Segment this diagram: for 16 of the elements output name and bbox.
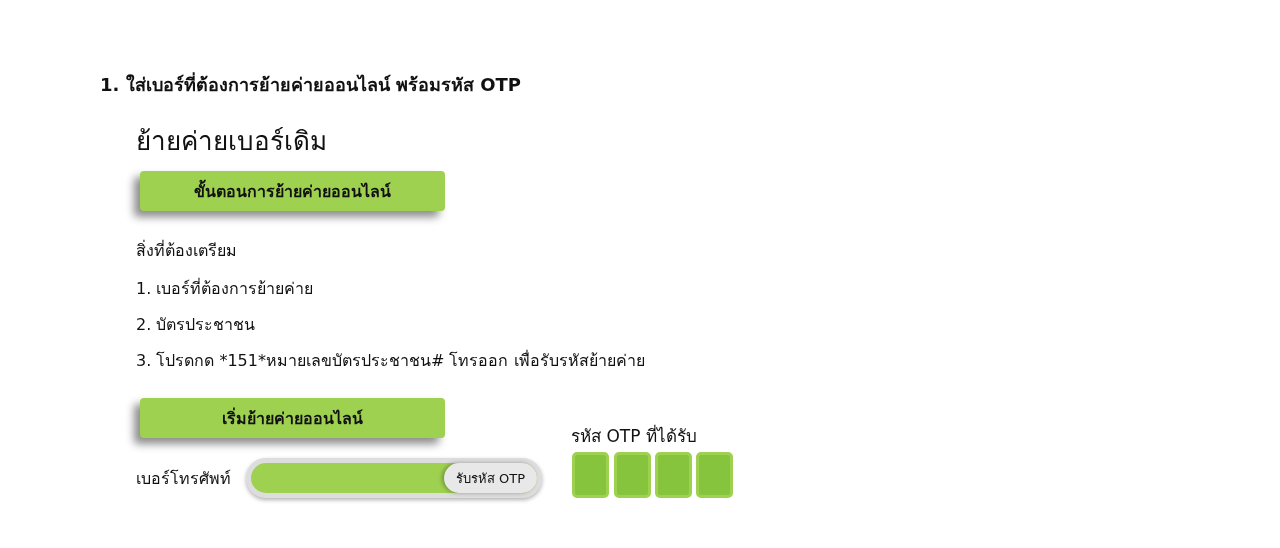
otp-request-button: รับรหัส OTP xyxy=(443,463,537,493)
list-item: 1. เบอร์ที่ต้องการย้ายค่าย xyxy=(136,277,314,300)
list-item: 3. โปรดกด *151*หมายเลขบัตรประชาชน# โทรออก เพื่อรับรหัสย้ายค่าย xyxy=(136,349,645,372)
phone-input-field xyxy=(246,458,542,498)
section-banner: ขั้นตอนการย้ายค่ายออนไลน์ xyxy=(140,171,445,211)
list-heading: สิ่งที่ต้องเตรียม xyxy=(136,239,237,262)
page-heading: ย้ายค่ายเบอร์เดิม xyxy=(136,125,327,158)
otp-digit-field xyxy=(655,452,692,498)
start-button: เริ่มย้ายค่ายออนไลน์ xyxy=(140,398,445,438)
field-label: เบอร์โทรศัพท์ xyxy=(136,468,231,490)
otp-digit-field xyxy=(572,452,609,498)
otp-digit-field xyxy=(614,452,651,498)
field-label: รหัส OTP ที่ได้รับ xyxy=(571,423,697,448)
otp-digit-field xyxy=(696,452,733,498)
list-item: 2. บัตรประชาชน xyxy=(136,314,256,336)
step-heading: 1. ใส่เบอร์ที่ต้องการย้ายค่ายออนไลน์ พร้อมรหัส OTP xyxy=(100,71,521,97)
